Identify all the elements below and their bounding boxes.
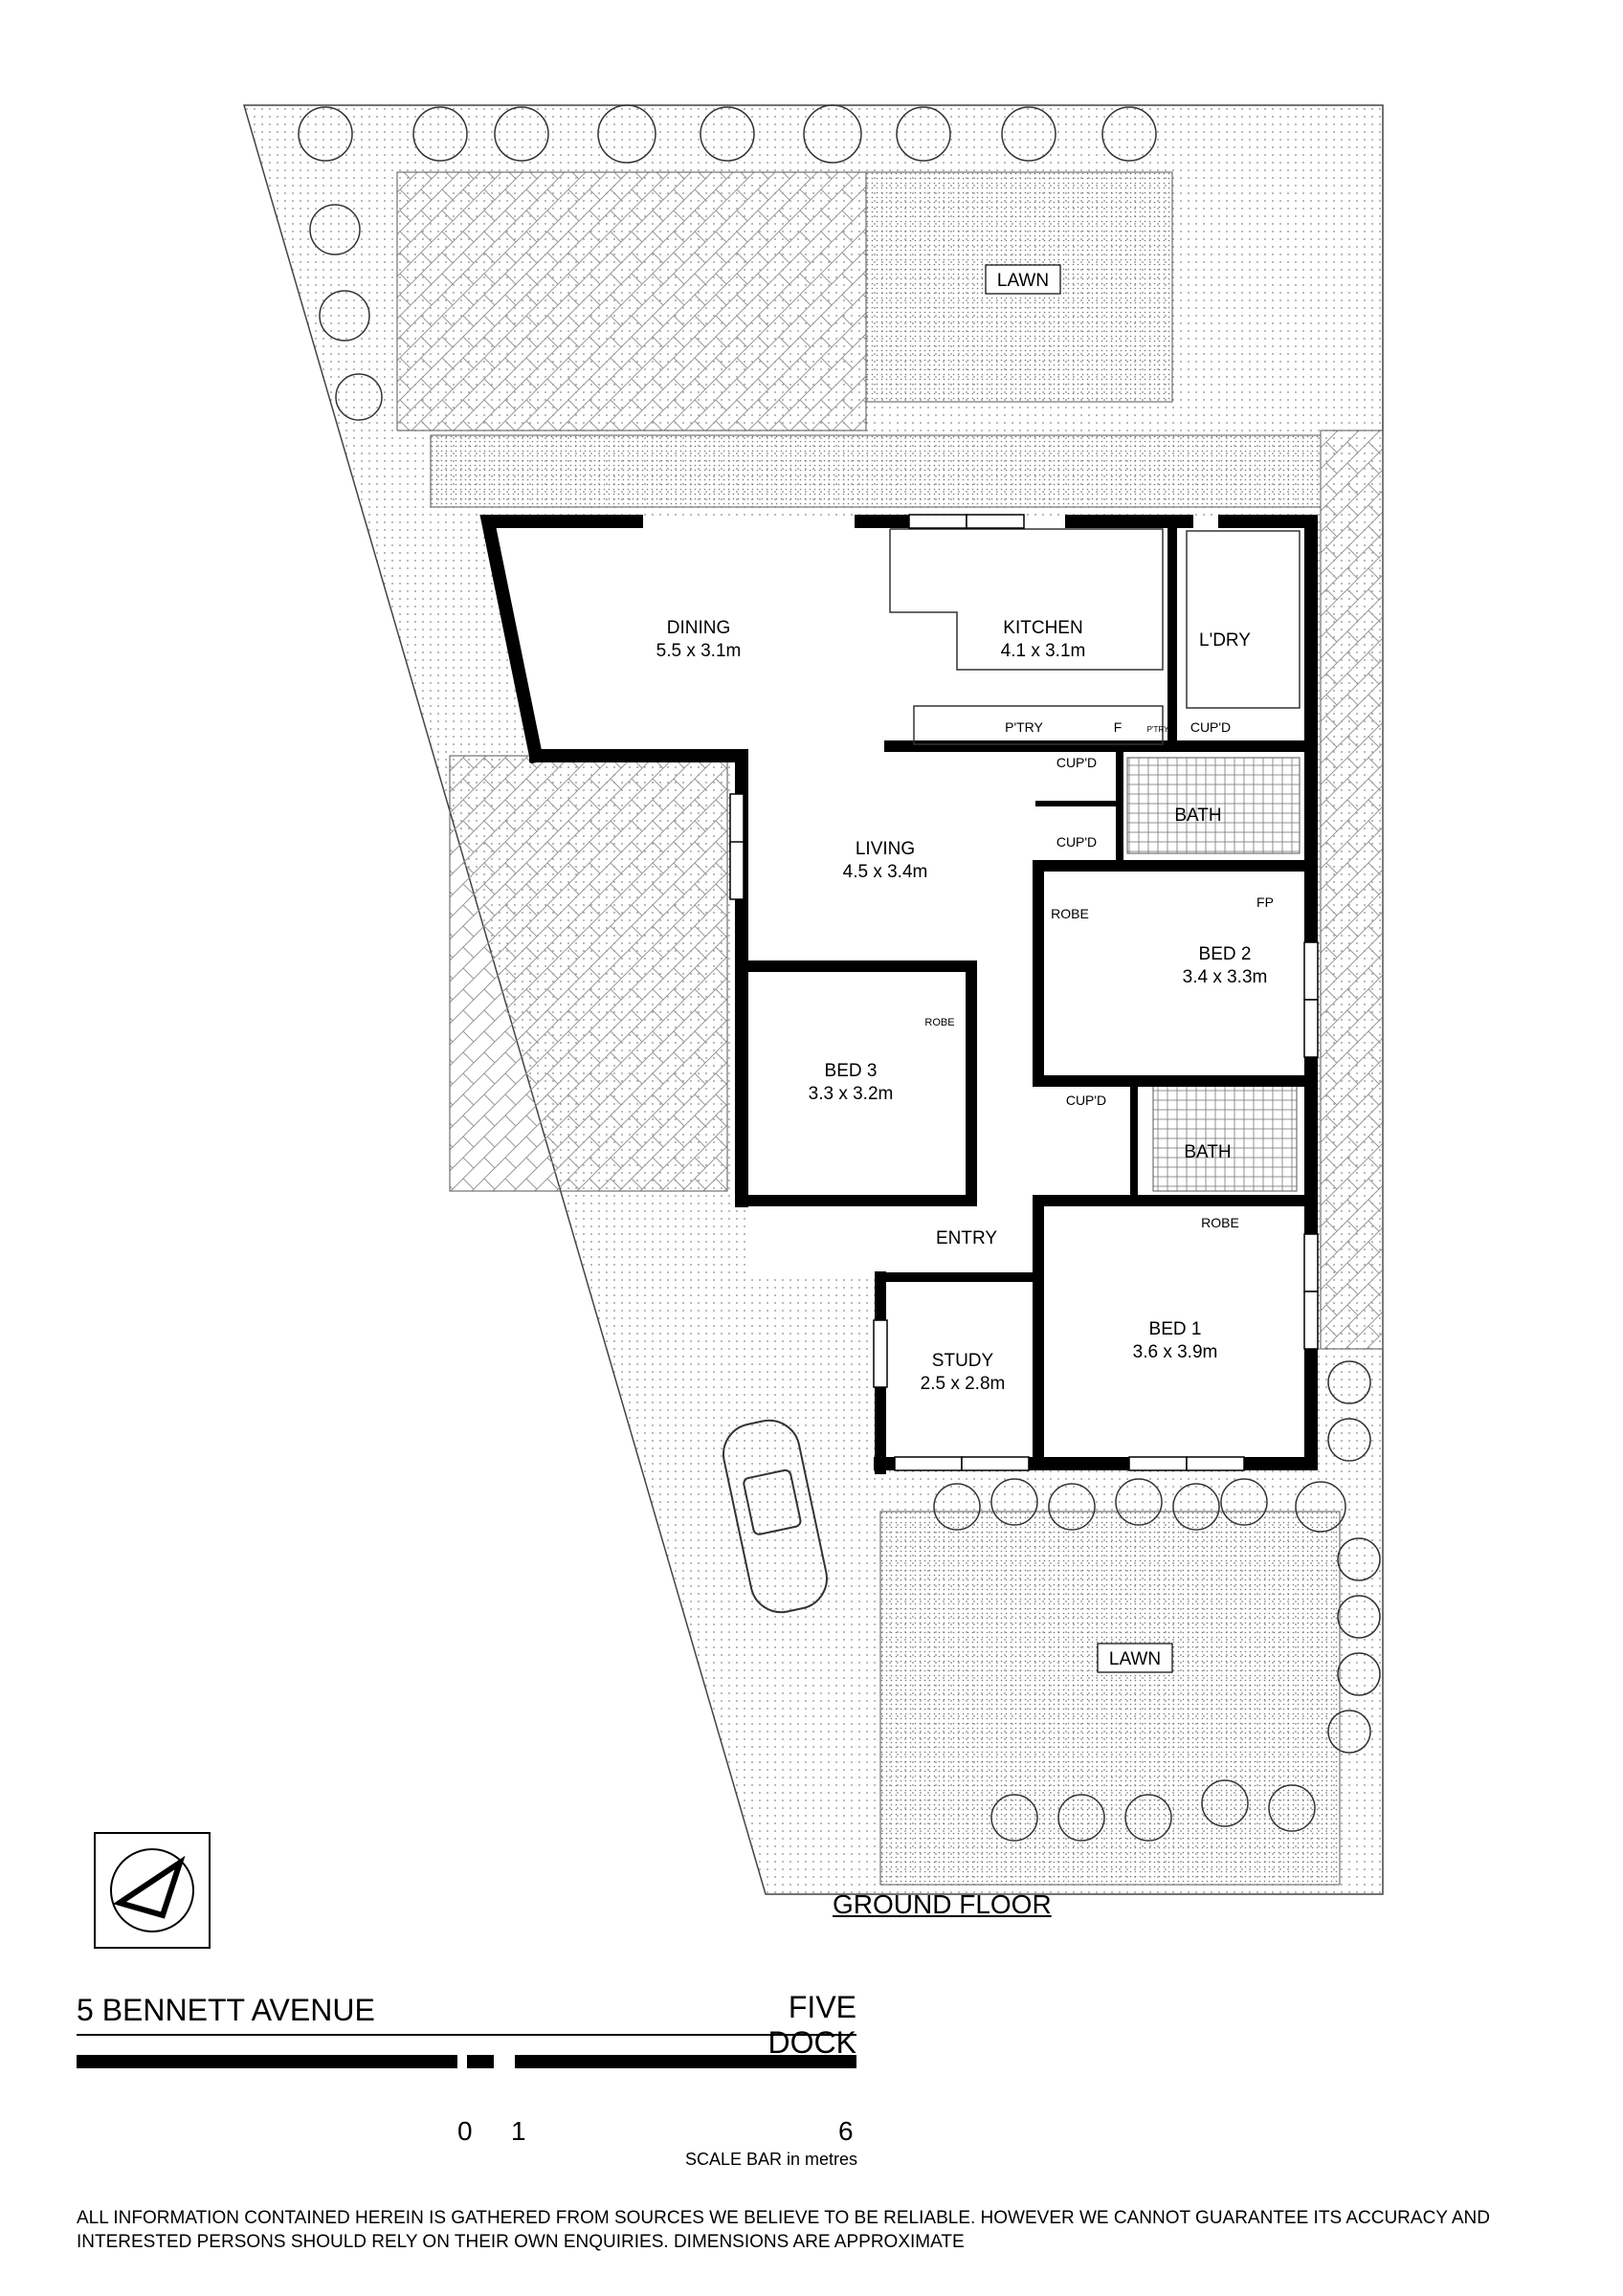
address: 5 BENNETT AVENUE	[77, 1993, 375, 2027]
ptry-small-label: P'TRY	[1147, 725, 1169, 734]
north-arrow	[94, 1832, 211, 1949]
lower-bath-floor	[1152, 1085, 1298, 1192]
bed1-name: BED 1	[1149, 1319, 1202, 1339]
bed1-size: 3.6 x 3.9m	[1133, 1342, 1218, 1362]
house	[488, 521, 1311, 1464]
study-size: 2.5 x 2.8m	[921, 1374, 1006, 1394]
dining-size: 5.5 x 3.1m	[656, 641, 742, 661]
study-name: STUDY	[932, 1351, 994, 1371]
scale-tick: 6	[838, 2116, 854, 2146]
disclaimer: ALL INFORMATION CONTAINED HEREIN IS GATH…	[77, 2208, 1490, 2252]
living-name: LIVING	[856, 839, 915, 859]
bath-upper-name: BATH	[1174, 806, 1221, 826]
fridge-label: F	[1114, 719, 1123, 735]
windows	[729, 514, 1319, 1471]
rear-lawn-label: LAWN	[997, 271, 1049, 291]
scale-bar-segment	[77, 2055, 457, 2068]
kitchen-name: KITCHEN	[1003, 618, 1082, 638]
laundry-name: L'DRY	[1199, 630, 1251, 651]
rear-lawn-label-box	[985, 264, 1061, 295]
upper-bath-floor	[1126, 757, 1301, 854]
bed2-size: 3.4 x 3.3m	[1183, 967, 1268, 987]
robe-bed3-label: ROBE	[924, 1017, 954, 1028]
front-lawn-label-box	[1097, 1643, 1173, 1673]
scale-bar-segment	[467, 2055, 494, 2068]
bed3-size: 3.3 x 3.2m	[809, 1084, 894, 1104]
robe-bed2-label: ROBE	[1051, 906, 1089, 921]
rear-paving	[396, 171, 867, 431]
floor-title: GROUND FLOOR	[833, 1889, 1052, 1919]
address-rule	[77, 2034, 856, 2036]
suburb: FIVE DOCK	[767, 1990, 856, 2060]
living-size: 4.5 x 3.4m	[843, 862, 928, 882]
scale-tick: 0	[457, 2116, 473, 2146]
cupd-laundry-label: CUP'D	[1190, 719, 1231, 735]
cupd-hall-top-label: CUP'D	[1056, 755, 1097, 770]
side-paving	[1320, 430, 1384, 1350]
kitchen-size: 4.1 x 3.1m	[1001, 641, 1086, 661]
robe-bed1-label: ROBE	[1201, 1215, 1239, 1230]
car	[723, 1419, 828, 1614]
front-lawn-label: LAWN	[1109, 1649, 1161, 1669]
west-deck	[449, 755, 728, 1192]
fireplace-label: FP	[1256, 894, 1274, 910]
terrace	[430, 434, 1322, 508]
scale-tick: 1	[511, 2116, 526, 2146]
scale-bar-segment	[515, 2055, 856, 2068]
bed2-name: BED 2	[1199, 944, 1252, 964]
front-lawn	[879, 1511, 1341, 1886]
kitchen-benches	[889, 528, 1301, 745]
bed3-name: BED 3	[825, 1061, 878, 1081]
entry-name: ENTRY	[936, 1228, 997, 1248]
scale-caption: SCALE BAR in metres	[684, 2150, 857, 2169]
garden-shrubs	[298, 104, 1381, 1842]
bath-lower-name: BATH	[1184, 1142, 1231, 1162]
cupd-bath2-label: CUP'D	[1066, 1093, 1106, 1108]
pantry-label: P'TRY	[1005, 719, 1043, 735]
cupd-hall-bottom-label: CUP'D	[1056, 834, 1097, 850]
dining-name: DINING	[667, 618, 731, 638]
